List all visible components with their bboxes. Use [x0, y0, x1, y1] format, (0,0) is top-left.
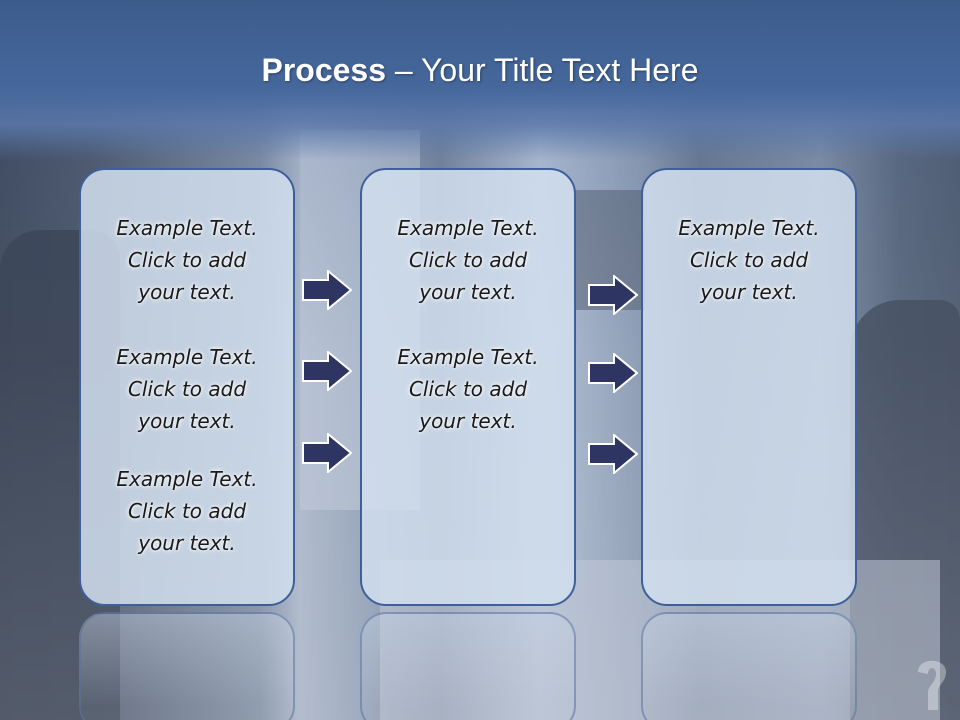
arrow-right-icon [302, 433, 352, 473]
panel-3-text-1[interactable]: Example Text. Click to add your text. [678, 216, 820, 304]
arrow-right-icon [588, 275, 638, 315]
panel-1-text-2[interactable]: Example Text. Click to add your text. [116, 345, 258, 433]
process-panel-3[interactable]: Example Text. Click to add your text. [641, 168, 857, 606]
arrow-right-icon [588, 353, 638, 393]
panel-1-reflection [79, 612, 295, 720]
panel-1-text-3[interactable]: Example Text. Click to add your text. [116, 467, 258, 555]
slide-title[interactable]: Process – Your Title Text Here [0, 52, 960, 89]
panel-2-text-1[interactable]: Example Text. Click to add your text. [397, 216, 539, 304]
title-bold: Process [261, 52, 387, 88]
panel-1-text-1[interactable]: Example Text. Click to add your text. [116, 216, 258, 304]
process-panel-2[interactable]: Example Text. Click to add your text. Ex… [360, 168, 576, 606]
panel-2-reflection [360, 612, 576, 720]
watermark-logo [918, 660, 946, 710]
title-bar [0, 0, 960, 160]
panel-3-reflection [641, 612, 857, 720]
title-rest: – Your Title Text Here [386, 52, 699, 88]
arrow-right-icon [588, 434, 638, 474]
process-panel-1[interactable]: Example Text. Click to add your text. Ex… [79, 168, 295, 606]
panel-2-text-2[interactable]: Example Text. Click to add your text. [397, 345, 539, 433]
arrow-right-icon [302, 270, 352, 310]
arrow-right-icon [302, 351, 352, 391]
